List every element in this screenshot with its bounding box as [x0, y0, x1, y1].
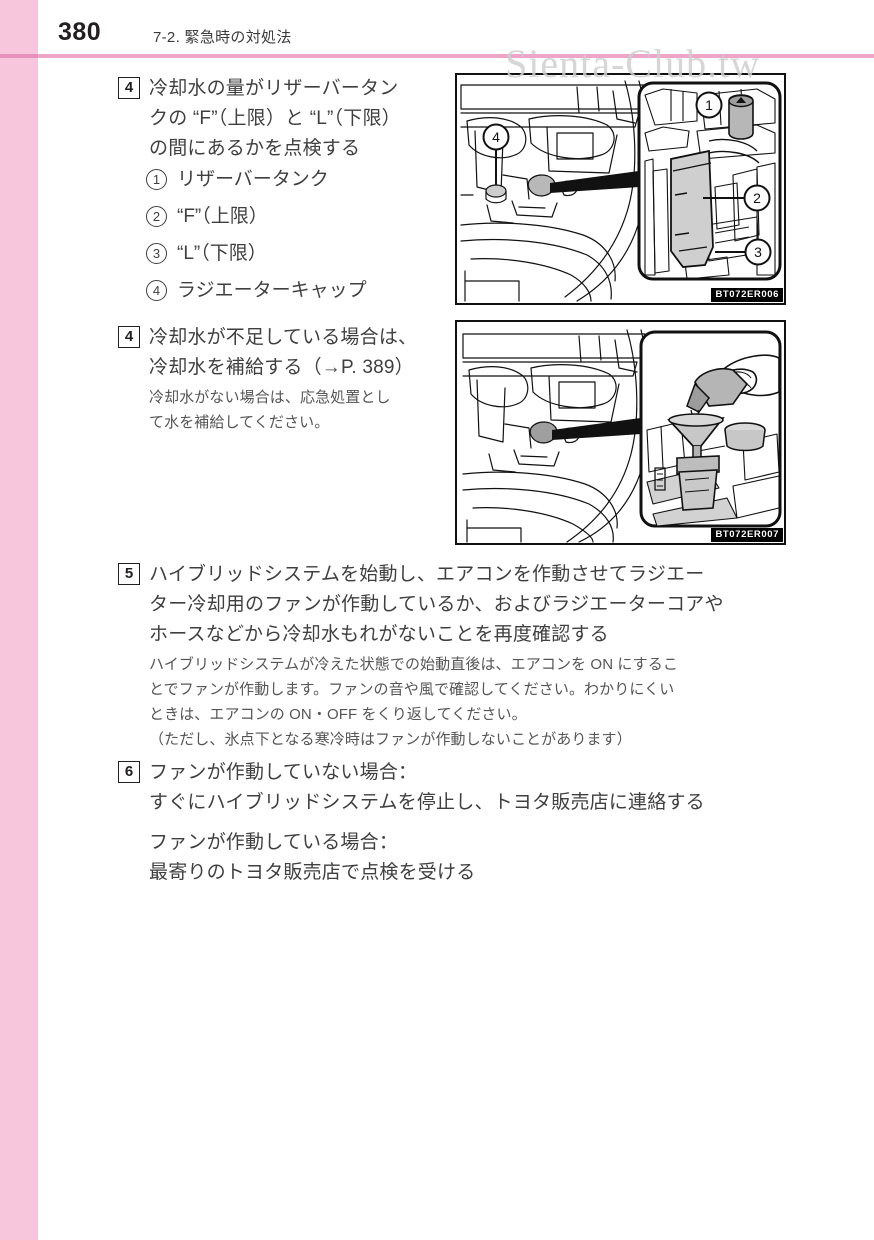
illustration-reservoir-tank: 4: [455, 73, 786, 305]
callout-item: 1 リザーバータンク: [146, 165, 456, 194]
callout-label: “F”（上限）: [177, 206, 268, 227]
illustration-coolant-refill: BT072ER007: [455, 320, 786, 545]
step-4-refill: 4 冷却水が不足している場合は、 冷却水を補給する（→P. 389）: [118, 323, 453, 383]
callout-number: 2: [146, 206, 167, 227]
step-line: 最寄りのトヨタ販売店で点検を受ける: [149, 862, 476, 883]
callout-label: リザーバータンク: [177, 169, 329, 190]
step-number-box: 6: [118, 761, 140, 783]
step-6-action: 6 ファンが作動していない場合： すぐにハイブリッドシステムを停止し、トヨタ販売…: [118, 758, 798, 818]
step-line: の間にあるかを点検する: [149, 138, 361, 159]
page-header: 380 7-2. 緊急時の対処法: [0, 0, 874, 55]
step-line: 冷却水を補給する（→P. 389）: [149, 357, 414, 378]
illustration-coolant-refill-art: [457, 322, 784, 543]
illustration-id-label: BT072ER007: [711, 528, 783, 542]
step-number-box: 4: [118, 326, 140, 348]
illustration-reservoir-tank-art: 4: [457, 75, 784, 303]
step-line: すぐにハイブリッドシステムを停止し、トヨタ販売店に連絡する: [149, 792, 705, 813]
step-5-note: ハイブリッドシステムが冷えた状態での始動直後は、エアコンを ON にするこ とで…: [149, 652, 809, 752]
note-line: とでファンが作動します。ファンの音や風で確認してください。わかりにくい: [149, 681, 675, 698]
svg-text:1: 1: [705, 97, 713, 113]
note-line: ハイブリッドシステムが冷えた状態での始動直後は、エアコンを ON にするこ: [149, 656, 678, 673]
page-number: 380: [58, 18, 102, 46]
callout-list: 1 リザーバータンク 2 “F”（上限） 3 “L”（下限） 4 ラジエーターキ…: [146, 165, 456, 313]
callout-label: “L”（下限）: [177, 243, 267, 264]
step-line: ハイブリッドシステムを始動し、エアコンを作動させてラジエー: [149, 564, 705, 585]
header-rule-tab-segment: [0, 54, 38, 58]
note-line: 冷却水がない場合は、応急処置とし: [149, 389, 391, 406]
illustration-id-label: BT072ER006: [711, 288, 783, 302]
illustration-marker-3: 3: [715, 238, 772, 266]
step-6-alternative: ファンが作動している場合： 最寄りのトヨタ販売店で点検を受ける: [149, 828, 829, 888]
step-line: クの “F”（上限）と “L”（下限）: [149, 108, 401, 129]
step-line: ホースなどから冷却水もれがないことを再度確認する: [149, 624, 609, 645]
note-line: て水を補給してください。: [149, 414, 330, 431]
callout-label: ラジエーターキャップ: [177, 280, 367, 301]
step-line: ター冷却用のファンが作動しているか、およびラジエーターコアや: [149, 594, 724, 615]
illustration-marker-2: 2: [703, 184, 771, 212]
callout-number: 1: [146, 169, 167, 190]
step-line: 冷却水が不足している場合は、: [149, 327, 418, 348]
step-text: ファンが作動していない場合： すぐにハイブリッドシステムを停止し、トヨタ販売店に…: [149, 758, 705, 818]
step-text: ハイブリッドシステムを始動し、エアコンを作動させてラジエー ター冷却用のファンが…: [149, 560, 724, 650]
note-line: （ただし、氷点下となる寒冷時はファンが作動しないことがあります）: [149, 731, 632, 748]
callout-item: 4 ラジエーターキャップ: [146, 276, 456, 305]
step-line: 冷却水の量がリザーバータン: [149, 78, 399, 99]
step-number-box: 5: [118, 563, 140, 585]
illustration-detail-bubble: 1 2 3: [637, 81, 782, 281]
page-edge-tab-fill: [0, 0, 38, 1240]
step-4-check: 4 冷却水の量がリザーバータン クの “F”（上限）と “L”（下限） の間にあ…: [118, 74, 448, 164]
callout-item: 2 “F”（上限）: [146, 202, 456, 231]
step-line: ファンが作動している場合：: [149, 832, 399, 853]
svg-text:3: 3: [754, 244, 762, 260]
callout-item: 3 “L”（下限）: [146, 239, 456, 268]
svg-text:2: 2: [753, 190, 761, 206]
note-line: ときは、エアコンの ON・OFF をくり返してください。: [149, 706, 527, 723]
step-text: 冷却水の量がリザーバータン クの “F”（上限）と “L”（下限） の間にあるか…: [149, 74, 401, 164]
illustration-marker-4: 4: [482, 123, 510, 185]
chapter-title: 7-2. 緊急時の対処法: [153, 29, 292, 46]
header-rule: [0, 54, 874, 58]
callout-number: 4: [146, 280, 167, 301]
step-4-refill-note: 冷却水がない場合は、応急処置とし て水を補給してください。: [149, 385, 449, 435]
step-line: ファンが作動していない場合：: [149, 762, 418, 783]
illustration-marker-1: 1: [695, 91, 723, 119]
step-text: 冷却水が不足している場合は、 冷却水を補給する（→P. 389）: [149, 323, 417, 383]
page-edge-tab: [0, 0, 38, 1240]
svg-text:4: 4: [492, 129, 500, 145]
step-5-restart-check: 5 ハイブリッドシステムを始動し、エアコンを作動させてラジエー ター冷却用のファ…: [118, 560, 798, 650]
callout-number: 3: [146, 243, 167, 264]
step-number-box: 4: [118, 77, 140, 99]
illustration-detail-bubble: [639, 330, 782, 528]
